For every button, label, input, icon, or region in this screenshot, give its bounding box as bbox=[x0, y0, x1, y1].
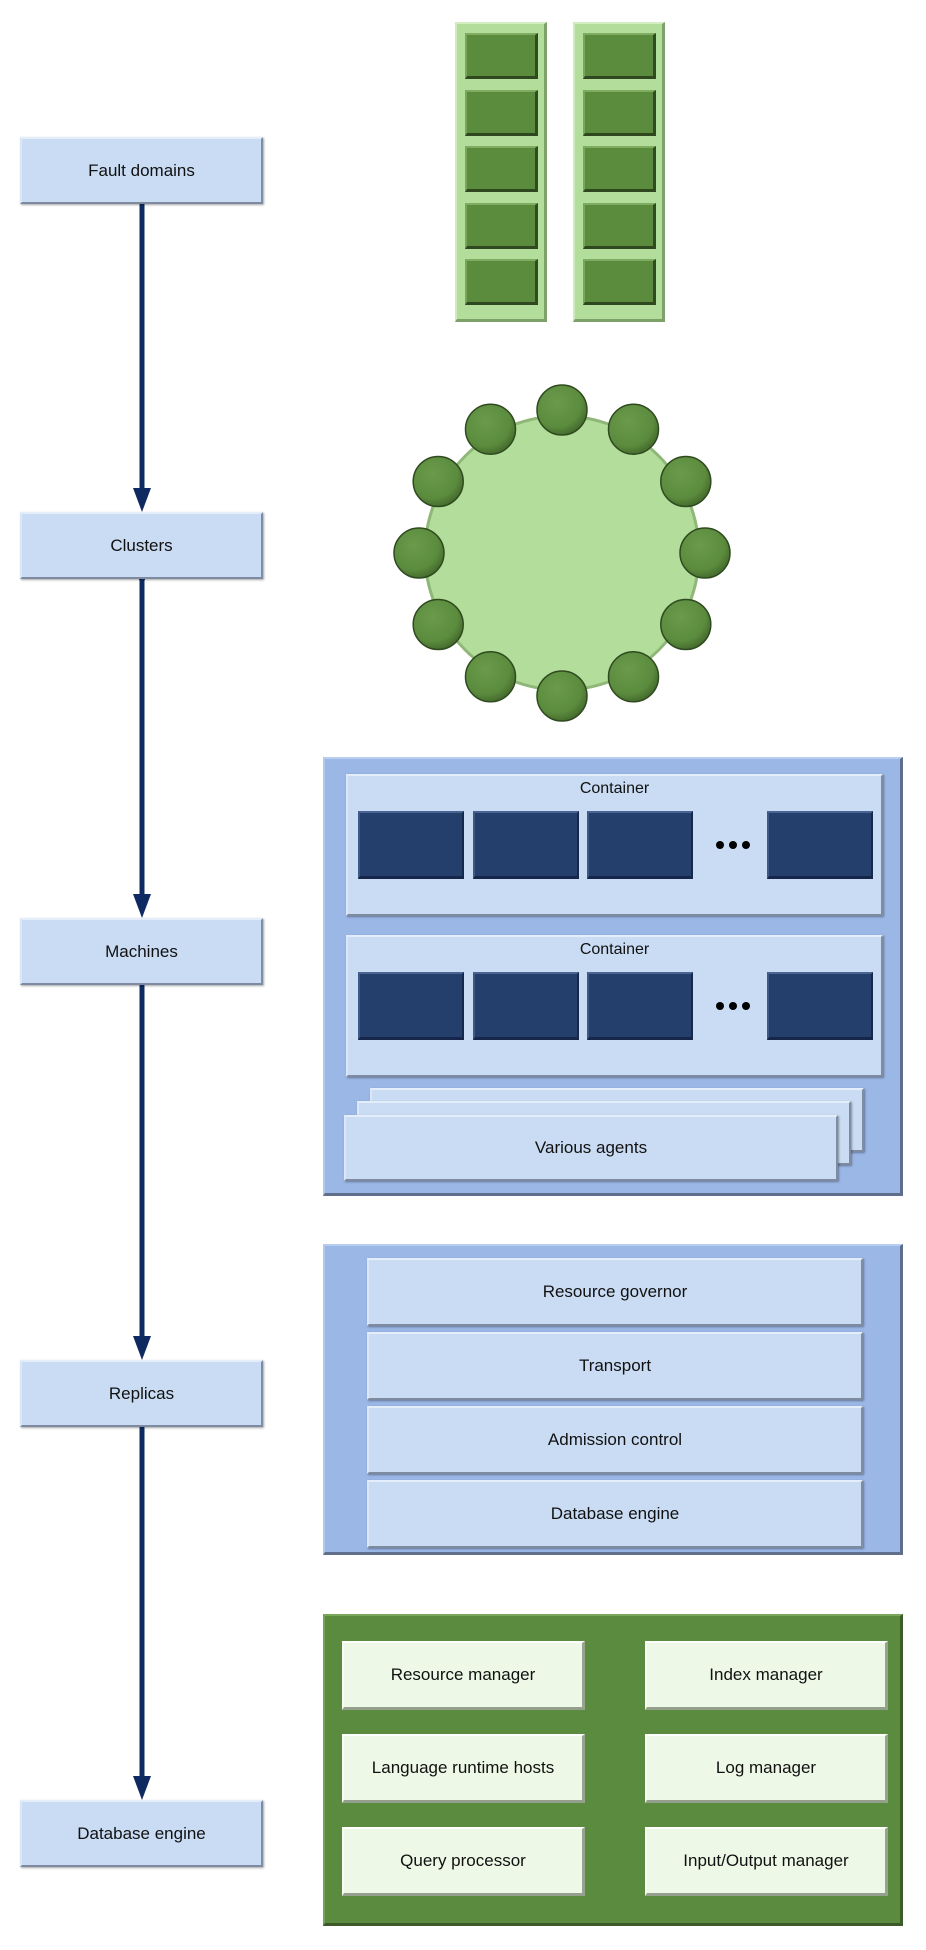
component-label: Input/Output manager bbox=[683, 1851, 849, 1870]
level-machines[interactable]: Machines bbox=[20, 918, 263, 985]
cluster-node bbox=[679, 527, 731, 579]
agents-label: Various agents bbox=[534, 1138, 648, 1157]
component-resource-manager[interactable]: Resource manager bbox=[342, 1641, 585, 1710]
rack-slot bbox=[465, 89, 538, 136]
ellipsis-icon bbox=[716, 1002, 750, 1010]
level-label: Fault domains bbox=[88, 160, 195, 180]
layer-label: Resource governor bbox=[542, 1282, 688, 1301]
container-label: Container bbox=[579, 780, 650, 797]
level-database-engine[interactable]: Database engine bbox=[20, 1800, 263, 1867]
rack-slot bbox=[465, 33, 538, 79]
layer-label: Transport bbox=[578, 1356, 652, 1375]
rack bbox=[455, 22, 547, 322]
container-block bbox=[767, 972, 873, 1040]
replica-panel: Resource governor Transport Admission co… bbox=[323, 1244, 903, 1555]
replica-layer-database-engine[interactable]: Database engine bbox=[367, 1480, 863, 1548]
level-label: Machines bbox=[105, 941, 178, 961]
component-label: Resource manager bbox=[390, 1665, 536, 1684]
level-clusters[interactable]: Clusters bbox=[20, 512, 263, 579]
cluster-node bbox=[660, 455, 712, 508]
cluster-node bbox=[607, 651, 660, 703]
cluster-node bbox=[412, 455, 464, 508]
container-block bbox=[587, 811, 693, 879]
layer-label: Admission control bbox=[547, 1430, 683, 1449]
cluster-node bbox=[412, 598, 464, 651]
container-label: Container bbox=[579, 941, 650, 958]
cluster-node bbox=[660, 598, 712, 651]
rack-slot bbox=[465, 146, 538, 192]
component-label: Query processor bbox=[400, 1851, 526, 1870]
arrowhead-replicas bbox=[133, 1336, 151, 1360]
rack-slot bbox=[583, 33, 656, 79]
level-label: Database engine bbox=[77, 1823, 206, 1843]
container-block bbox=[587, 972, 693, 1040]
component-input-output-manager[interactable]: Input/Output manager bbox=[645, 1827, 888, 1896]
component-label: Index manager bbox=[709, 1665, 823, 1684]
container-block bbox=[767, 811, 873, 879]
replica-layer-admission-control[interactable]: Admission control bbox=[367, 1406, 863, 1474]
ellipsis-icon bbox=[716, 841, 750, 849]
arrowhead-engine bbox=[133, 1776, 151, 1800]
cluster-node bbox=[536, 384, 588, 436]
rack-slot bbox=[583, 89, 656, 136]
component-label: Log manager bbox=[715, 1758, 817, 1777]
component-label: Language runtime hosts bbox=[371, 1758, 555, 1777]
component-query-processor[interactable]: Query processor bbox=[342, 1827, 585, 1896]
level-replicas[interactable]: Replicas bbox=[20, 1360, 263, 1427]
level-fault-domains[interactable]: Fault domains bbox=[20, 137, 263, 204]
rack-slot bbox=[465, 259, 538, 305]
component-index-manager[interactable]: Index manager bbox=[645, 1641, 888, 1710]
engine-panel: Resource manager Index manager Language … bbox=[323, 1614, 903, 1926]
component-language-runtime-hosts[interactable]: Language runtime hosts bbox=[342, 1734, 585, 1803]
replica-layer-resource-governor[interactable]: Resource governor bbox=[367, 1258, 863, 1326]
rack-slot bbox=[465, 202, 538, 249]
cluster-node bbox=[464, 651, 517, 703]
rack-slot bbox=[583, 146, 656, 192]
rack-slot bbox=[583, 202, 656, 249]
layer-label: Database engine bbox=[550, 1504, 680, 1523]
level-label: Clusters bbox=[110, 535, 173, 555]
various-agents-card[interactable]: Various agents bbox=[344, 1115, 838, 1181]
cluster-node bbox=[607, 403, 660, 455]
cluster-node bbox=[536, 670, 588, 722]
container-block bbox=[473, 972, 579, 1040]
rack-slot bbox=[583, 259, 656, 305]
cluster-node bbox=[393, 527, 445, 579]
replica-layer-transport[interactable]: Transport bbox=[367, 1332, 863, 1400]
cluster-body bbox=[423, 414, 701, 692]
container-box: Container bbox=[346, 935, 883, 1077]
arrowhead-machines bbox=[133, 894, 151, 918]
arrowhead-clusters bbox=[133, 488, 151, 512]
machine-panel: Container Container Various agents bbox=[323, 757, 903, 1196]
container-block bbox=[473, 811, 579, 879]
container-box: Container bbox=[346, 774, 883, 916]
cluster-node bbox=[464, 403, 517, 455]
level-label: Replicas bbox=[108, 1383, 175, 1403]
container-block bbox=[358, 972, 464, 1040]
component-log-manager[interactable]: Log manager bbox=[645, 1734, 888, 1803]
rack bbox=[573, 22, 665, 322]
container-block bbox=[358, 811, 464, 879]
